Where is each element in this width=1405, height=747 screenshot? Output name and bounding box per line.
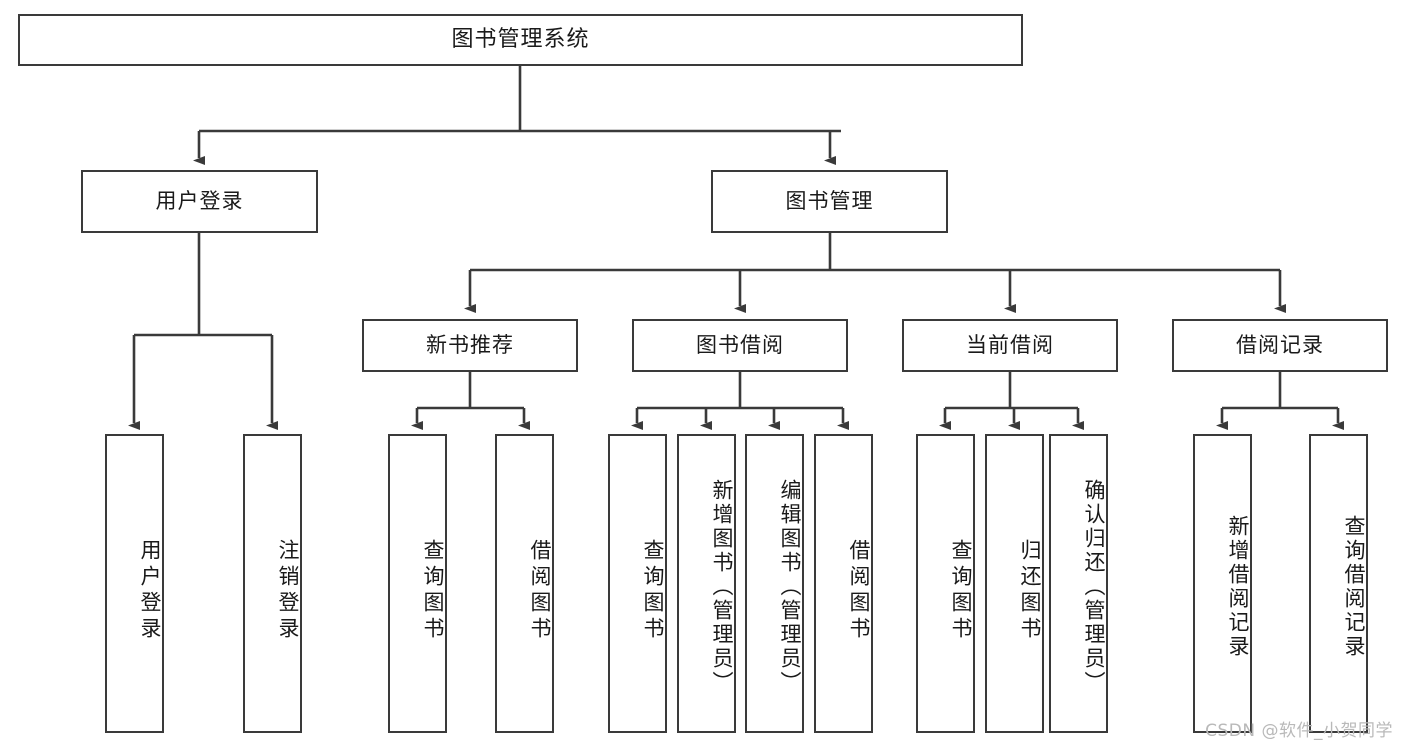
node-new-book-recommend[interactable]: 新书推荐 (362, 319, 578, 372)
node-root[interactable]: 图书管理系统 (18, 14, 1023, 66)
node-borrow-record-label: 借阅记录 (1236, 333, 1324, 358)
node-leaf-logout-login[interactable]: 注销登录 (243, 434, 302, 733)
node-leaf-query-book-1-label: 查询图书 (421, 538, 445, 643)
node-leaf-query-record[interactable]: 查询借阅记录 (1309, 434, 1368, 733)
node-leaf-user-login-label: 用户登录 (138, 538, 162, 643)
node-leaf-add-book[interactable]: 新增图书（管理员） (677, 434, 736, 733)
node-root-label: 图书管理系统 (451, 27, 590, 53)
node-leaf-add-book-label: 新增图书（管理员） (710, 478, 734, 695)
node-leaf-user-login[interactable]: 用户登录 (105, 434, 164, 733)
node-leaf-query-book-2[interactable]: 查询图书 (608, 434, 667, 733)
node-leaf-query-record-label: 查询借阅记录 (1342, 514, 1366, 659)
node-leaf-query-book-3[interactable]: 查询图书 (916, 434, 975, 733)
node-book-borrow-label: 图书借阅 (696, 333, 784, 358)
node-book-management[interactable]: 图书管理 (711, 170, 948, 233)
node-leaf-borrow-book-2-label: 借阅图书 (847, 538, 871, 643)
node-leaf-borrow-book-2[interactable]: 借阅图书 (814, 434, 873, 733)
node-borrow-record[interactable]: 借阅记录 (1172, 319, 1388, 372)
node-leaf-edit-book-label: 编辑图书（管理员） (778, 478, 802, 695)
node-current-borrow-label: 当前借阅 (966, 333, 1054, 358)
node-leaf-query-book-3-label: 查询图书 (949, 538, 973, 643)
node-user-login-label: 用户登录 (155, 189, 244, 214)
node-book-management-label: 图书管理 (785, 189, 874, 214)
node-leaf-borrow-book-1-label: 借阅图书 (528, 538, 552, 643)
node-leaf-confirm-return-label: 确认归还（管理员） (1082, 478, 1106, 695)
node-leaf-return-book[interactable]: 归还图书 (985, 434, 1044, 733)
node-leaf-add-record-label: 新增借阅记录 (1226, 514, 1250, 659)
node-leaf-query-book-1[interactable]: 查询图书 (388, 434, 447, 733)
watermark: CSDN @软件_小贺同学 (1205, 721, 1393, 741)
node-leaf-edit-book[interactable]: 编辑图书（管理员） (745, 434, 804, 733)
node-current-borrow[interactable]: 当前借阅 (902, 319, 1118, 372)
node-leaf-add-record[interactable]: 新增借阅记录 (1193, 434, 1252, 733)
node-leaf-query-book-2-label: 查询图书 (641, 538, 665, 643)
node-leaf-borrow-book-1[interactable]: 借阅图书 (495, 434, 554, 733)
node-leaf-confirm-return[interactable]: 确认归还（管理员） (1049, 434, 1108, 733)
node-book-borrow[interactable]: 图书借阅 (632, 319, 848, 372)
node-leaf-return-book-label: 归还图书 (1018, 538, 1042, 643)
node-user-login[interactable]: 用户登录 (81, 170, 318, 233)
node-leaf-logout-login-label: 注销登录 (276, 538, 300, 643)
node-new-book-recommend-label: 新书推荐 (426, 333, 514, 358)
